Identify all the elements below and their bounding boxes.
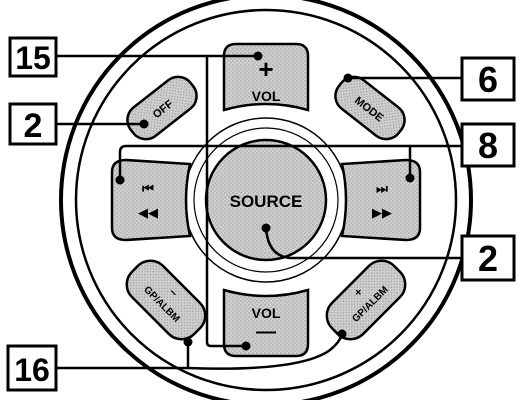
leader-gp-right <box>187 333 344 370</box>
dot-prev <box>115 175 125 185</box>
fast-forward-symbol: ▶▶ <box>372 205 392 220</box>
callout-mode: 6 <box>460 56 516 102</box>
next-track-button[interactable]: ⏭ ▶▶ <box>340 158 422 242</box>
callout-off-number: 2 <box>24 107 43 145</box>
next-track-symbol: ⏭ <box>376 181 388 196</box>
vol-up-symbol: + <box>258 54 273 84</box>
source-label: SOURCE <box>230 192 303 211</box>
group-album-up-button[interactable]: + GP/ALBM <box>319 253 412 346</box>
vol-down-button[interactable]: VOL — <box>222 288 310 358</box>
dot-gp-up <box>337 329 347 339</box>
callout-seek: 8 <box>460 122 516 168</box>
leader-lines <box>56 54 462 370</box>
leader-prev <box>118 144 410 180</box>
dot-vol-up <box>253 51 263 61</box>
leader-dots <box>115 51 415 351</box>
callout-off: 2 <box>8 102 58 146</box>
vol-down-symbol: — <box>256 321 276 343</box>
vol-up-button[interactable]: + VOL <box>222 42 310 112</box>
group-album-down-button[interactable]: – GP/ALBM <box>119 253 212 346</box>
callout-vol: 15 <box>8 36 58 78</box>
leader-vol-bracket <box>205 56 246 348</box>
prev-track-symbol: ⏮ <box>142 181 154 196</box>
prev-track-button[interactable]: ⏮ ◀◀ <box>110 158 192 242</box>
dot-next <box>405 173 415 183</box>
source-button[interactable]: SOURCE <box>204 138 328 262</box>
mode-button[interactable]: MODE <box>329 70 411 145</box>
callout-source-number: 2 <box>478 238 498 279</box>
leader-source <box>264 227 462 260</box>
dot-off <box>139 119 149 129</box>
callout-seek-number: 8 <box>478 125 498 166</box>
dot-mode <box>343 73 353 83</box>
dot-source <box>261 223 271 233</box>
callout-gp-albm-number: 16 <box>14 352 50 388</box>
dot-vol-down <box>241 341 251 351</box>
vol-up-label: VOL <box>252 88 281 104</box>
callout-vol-number: 15 <box>15 40 51 76</box>
callout-mode-number: 6 <box>478 59 498 100</box>
vol-down-label: VOL <box>252 305 281 321</box>
dot-gp-down <box>183 337 193 347</box>
rewind-symbol: ◀◀ <box>138 205 158 220</box>
callout-gp-albm: 16 <box>6 344 58 392</box>
callout-source: 2 <box>460 234 516 282</box>
